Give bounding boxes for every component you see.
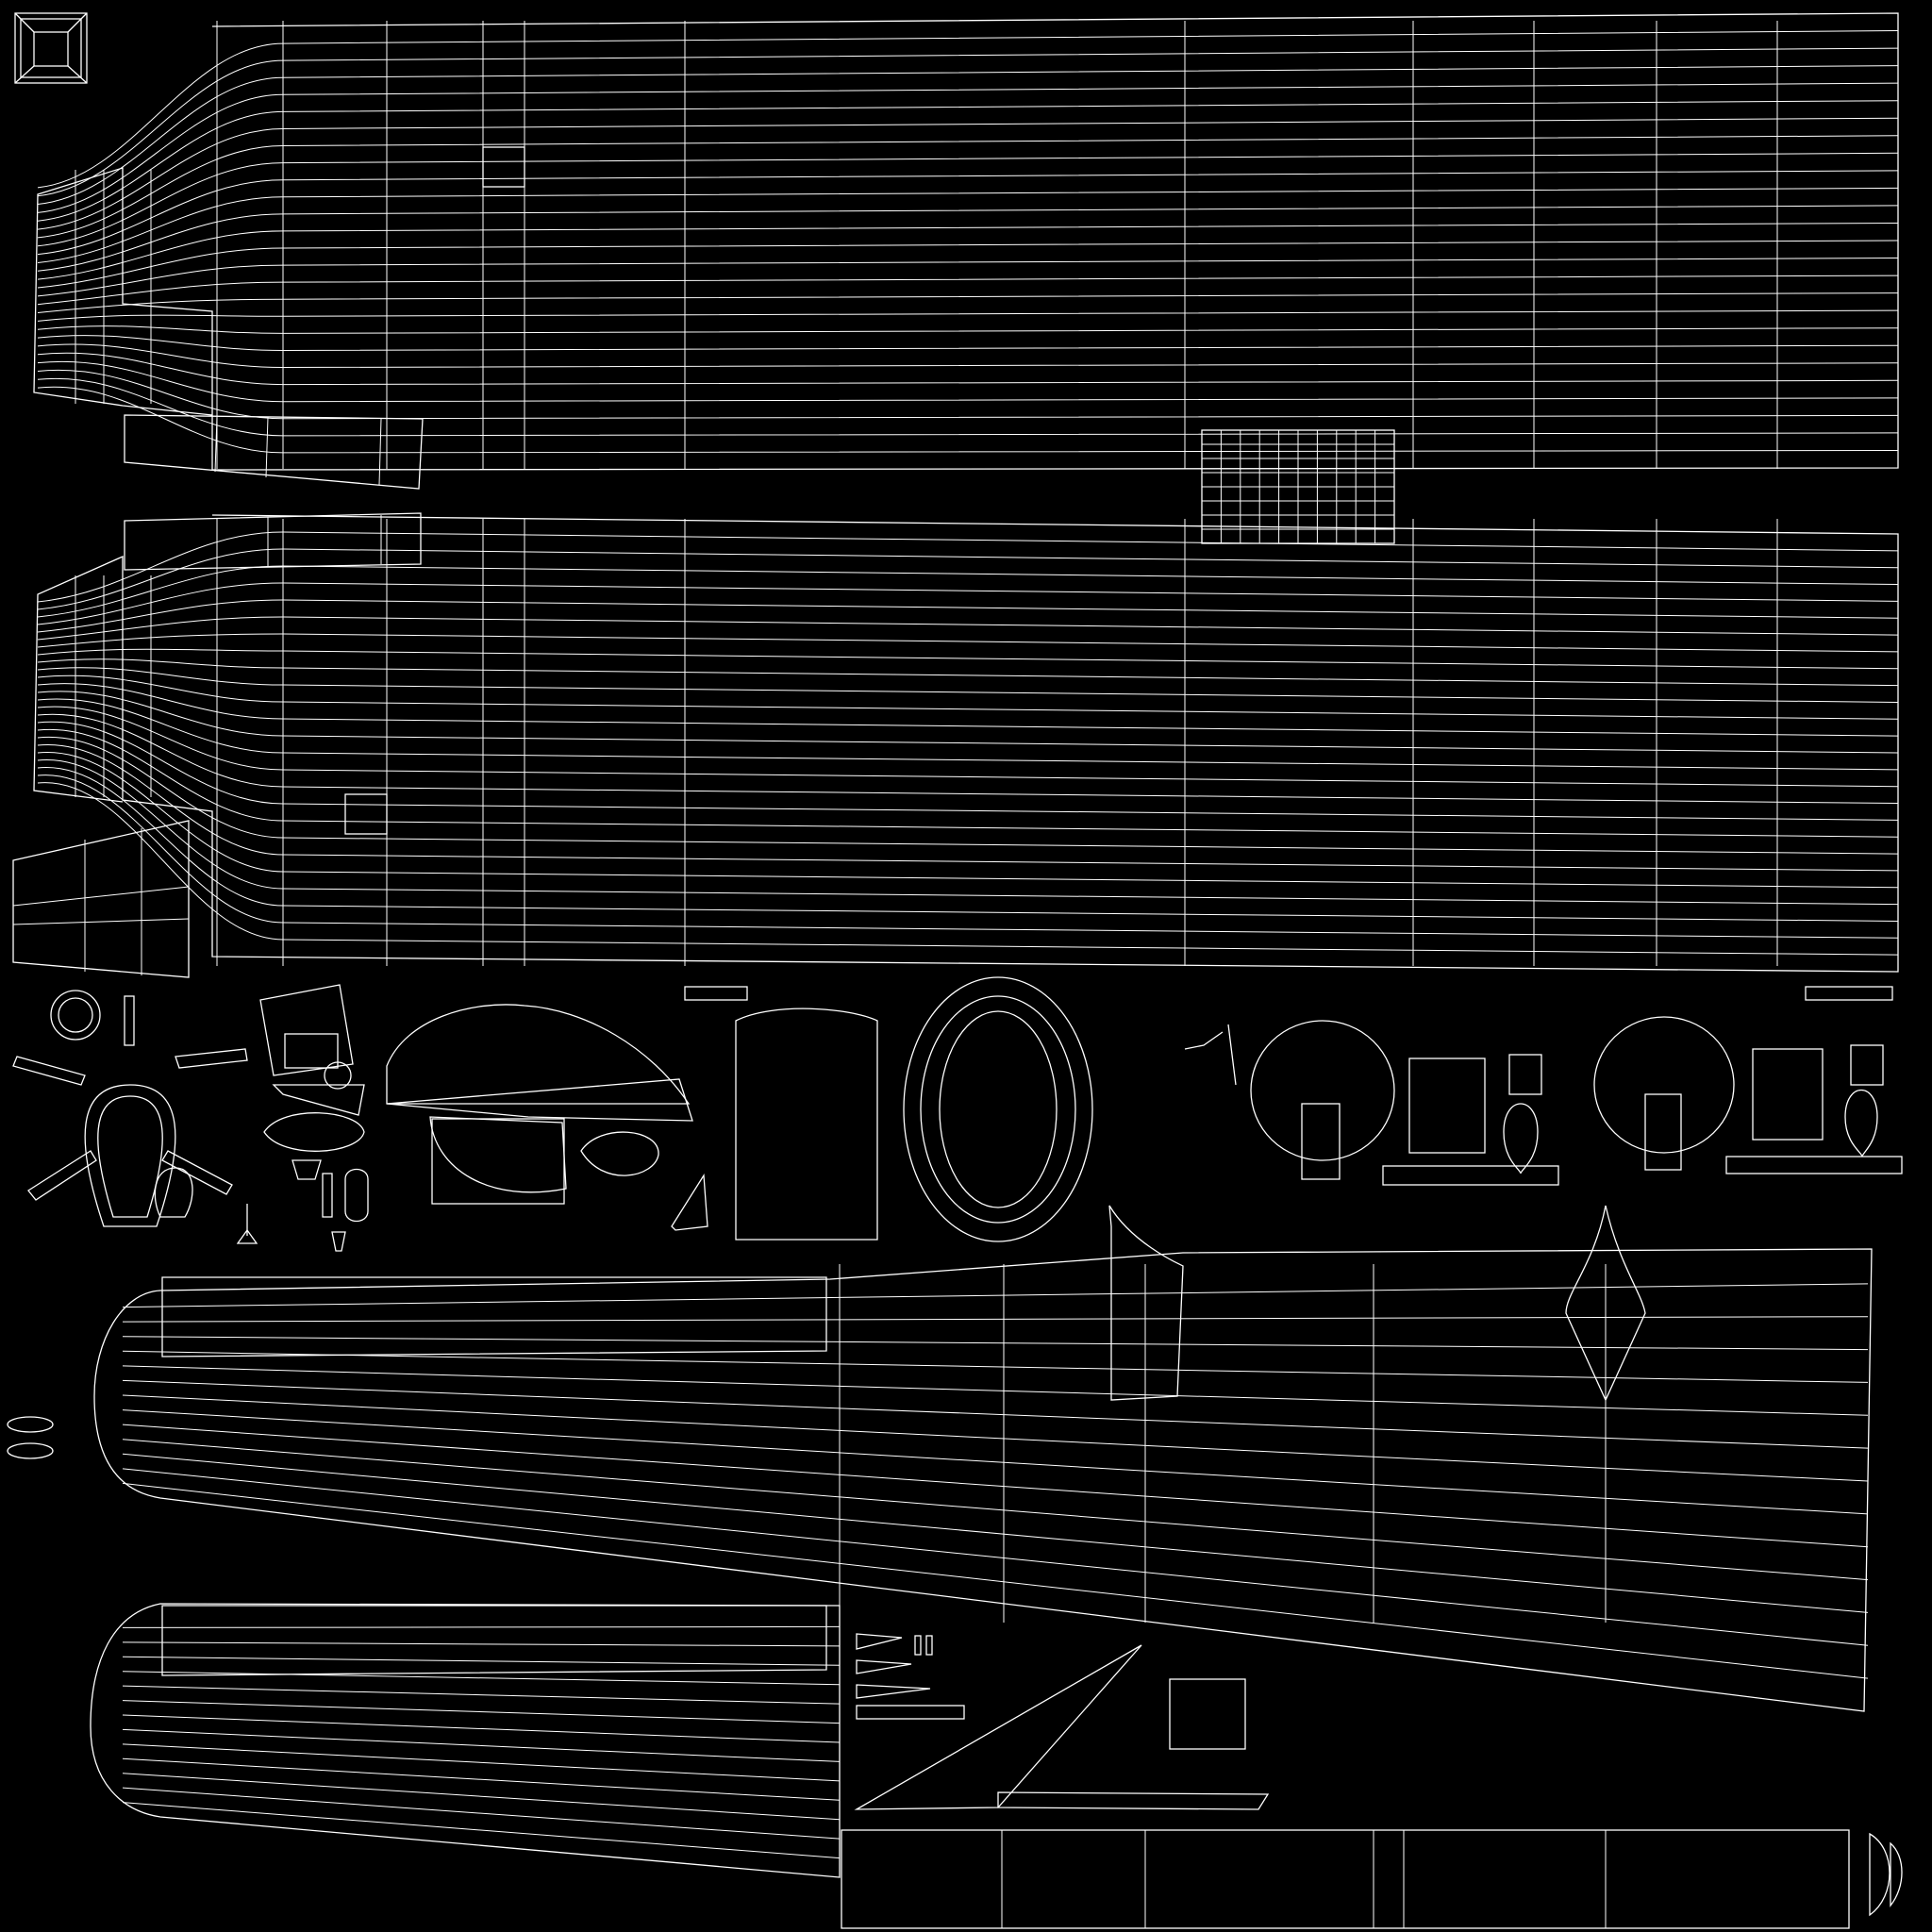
wire-curve bbox=[37, 744, 1899, 872]
wire-line bbox=[122, 1625, 841, 1628]
wire-curve bbox=[37, 309, 1899, 322]
wire-line bbox=[122, 1787, 841, 1840]
wire-curve bbox=[37, 152, 1899, 247]
wire-curve bbox=[37, 721, 1899, 821]
wire-line bbox=[122, 1283, 1869, 1308]
wire-curve bbox=[37, 335, 1899, 351]
wire-curve bbox=[37, 100, 1899, 222]
wire-curve bbox=[37, 713, 1899, 805]
wire-line bbox=[122, 1482, 1869, 1679]
wire-curve bbox=[37, 774, 1899, 939]
wire-line bbox=[122, 1439, 1869, 1581]
wire-curve bbox=[37, 675, 1899, 720]
wire-curve bbox=[37, 648, 1899, 670]
corner-square-icon bbox=[14, 12, 88, 84]
wire-curve bbox=[37, 240, 1899, 289]
wing-upper-island bbox=[93, 1205, 1873, 1712]
wire-line bbox=[122, 1365, 1869, 1416]
wire-curve bbox=[37, 548, 1899, 610]
wire-line bbox=[122, 1379, 1869, 1449]
wire-line bbox=[122, 1656, 841, 1666]
wire-curve bbox=[37, 258, 1899, 297]
wire-line bbox=[122, 1394, 1869, 1482]
wire-curve bbox=[37, 582, 1899, 625]
wire-curve bbox=[37, 752, 1899, 889]
wire-curve bbox=[37, 369, 1899, 420]
wire-curve bbox=[37, 205, 1899, 272]
wing-lower-island bbox=[90, 1603, 1903, 1929]
fuselage-upper-island bbox=[33, 12, 1899, 544]
wire-line bbox=[122, 1316, 1869, 1323]
wire-curve bbox=[37, 377, 1899, 437]
wire-line bbox=[122, 1743, 841, 1782]
wire-curve bbox=[37, 386, 1899, 454]
wire-curve bbox=[37, 170, 1899, 256]
wire-curve bbox=[37, 292, 1899, 314]
wire-line bbox=[122, 1336, 1869, 1351]
wire-curve bbox=[37, 360, 1899, 403]
wire-curve bbox=[37, 343, 1899, 369]
wire-line bbox=[122, 1424, 1869, 1548]
wire-line bbox=[122, 1685, 841, 1705]
wire-curve bbox=[37, 736, 1899, 855]
wire-curve bbox=[37, 658, 1899, 687]
propeller-hub-island bbox=[12, 995, 248, 1227]
wire-curve bbox=[37, 65, 1899, 206]
wire-curve bbox=[37, 698, 1899, 771]
small-parts-row bbox=[7, 976, 1903, 1459]
wire-curve bbox=[37, 565, 1899, 618]
wire-line bbox=[122, 1468, 1869, 1646]
wire-curve bbox=[37, 599, 1899, 633]
wire-line bbox=[122, 1802, 841, 1859]
wire-line bbox=[122, 1350, 1869, 1383]
wire-curve bbox=[37, 706, 1899, 788]
wire-curve bbox=[37, 30, 1899, 189]
wire-curve bbox=[37, 47, 1899, 197]
wire-curve bbox=[37, 616, 1899, 641]
tail-fin-island bbox=[854, 1633, 1270, 1810]
wire-line bbox=[122, 1773, 841, 1821]
canopy-island bbox=[735, 1008, 878, 1241]
wire-line bbox=[122, 1671, 841, 1686]
wire-curve bbox=[37, 117, 1899, 230]
wire-curve bbox=[37, 275, 1899, 306]
wire-curve bbox=[37, 187, 1899, 263]
wire-line bbox=[122, 1641, 841, 1647]
fuselage-lower-island bbox=[12, 512, 1899, 978]
wire-curve bbox=[37, 135, 1899, 239]
wire-line bbox=[122, 1700, 841, 1724]
wire-line bbox=[122, 1453, 1869, 1613]
wire-curve bbox=[37, 352, 1899, 386]
wire-curve bbox=[37, 759, 1899, 906]
wire-curve bbox=[37, 667, 1899, 703]
wire-line bbox=[122, 1409, 1869, 1515]
engine-cowl-island bbox=[903, 976, 1093, 1242]
wire-curve bbox=[37, 728, 1899, 838]
wire-curve bbox=[37, 222, 1899, 280]
wire-curve bbox=[37, 633, 1899, 653]
wire-curve bbox=[37, 691, 1899, 754]
wire-curve bbox=[37, 325, 1899, 334]
wire-line bbox=[122, 1714, 841, 1743]
wire-line bbox=[122, 1728, 841, 1762]
wire-curve bbox=[37, 683, 1899, 737]
wire-curve bbox=[37, 531, 1899, 603]
wire-line bbox=[122, 1757, 841, 1801]
